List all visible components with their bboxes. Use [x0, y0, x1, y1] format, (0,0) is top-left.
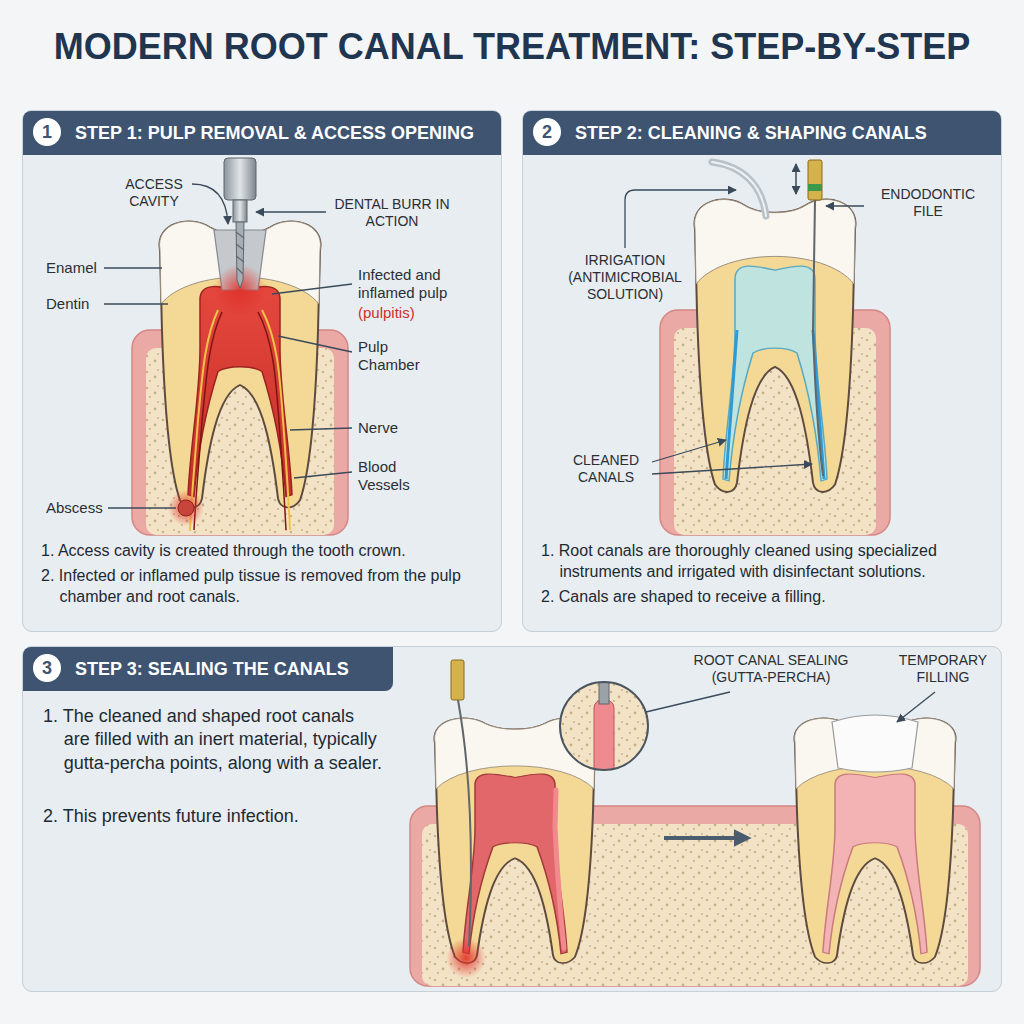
diagram-title: MODERN ROOT CANAL TREATMENT: STEP-BY-STE…	[0, 16, 1024, 78]
carrier-tip	[599, 676, 609, 704]
handpiece-neck	[233, 200, 247, 222]
callout-label: Infected and inflamed pulp	[358, 266, 476, 302]
panel-ground	[22, 646, 1002, 992]
sealed-canals	[823, 774, 927, 954]
burr-bit	[236, 222, 244, 288]
step-description: 2. Canals are shaped to receive a fillin…	[541, 587, 989, 608]
callout-label: ENDODONTIC FILE	[868, 186, 988, 220]
leader-arrow	[625, 190, 736, 248]
step-description: 1. The cleaned and shaped root canals ar…	[43, 705, 383, 775]
cleaned-canal	[726, 330, 737, 479]
leader-line	[104, 303, 168, 304]
leader-line	[278, 336, 352, 352]
panel-ground	[522, 110, 1002, 632]
step-heading: STEP 2: CLEANING & SHAPING CANALS	[523, 111, 1001, 155]
blood-vessel-line	[258, 312, 286, 530]
step-panel: STEP 1: PULP REMOVAL & ACCESS OPENING 1. …	[22, 110, 502, 632]
handpiece	[224, 158, 256, 200]
callout-label: ROOT CANAL SEALING (GUTTA-PERCHA)	[676, 652, 866, 686]
leader-line	[290, 428, 352, 430]
callout-label: Nerve	[358, 419, 438, 437]
leader-arrow	[192, 184, 228, 224]
panel-ground	[22, 110, 502, 632]
leader-line	[108, 507, 176, 508]
callout-label: Blood Vessels	[358, 458, 430, 494]
step-description: 2. This prevents future infection.	[43, 805, 383, 828]
callout-label: Abscess	[46, 499, 108, 517]
zoom-inset	[560, 676, 648, 780]
step-number-badge: 2	[531, 116, 563, 148]
callout-label: IRRIGATION (ANTIMICROBIAL SOLUTION)	[555, 252, 695, 302]
step-number-badge: 1	[31, 116, 63, 148]
step-number: 3	[42, 659, 52, 677]
tooth	[695, 199, 856, 492]
step-heading: STEP 3: SEALING THE CANALS	[23, 647, 393, 691]
step-heading: STEP 1: PULP REMOVAL & ACCESS OPENING	[23, 111, 501, 155]
step-description: 1. Access cavity is created through the …	[41, 541, 489, 562]
gutta-percha-point	[555, 790, 564, 948]
gutta-percha-closeup	[594, 700, 614, 780]
step-description: 2. Infected or inflamed pulp tissue is r…	[41, 566, 489, 608]
step3-illustration	[410, 660, 980, 986]
step-number: 1	[42, 123, 52, 141]
file-shaft	[813, 200, 823, 476]
nerve-line	[262, 310, 290, 530]
step-description-list: 1. Root canals are thoroughly cleaned us…	[541, 541, 989, 611]
callout-label: CLEANED CANALS	[560, 452, 652, 486]
callout-label: DENTAL BURR IN ACTION	[332, 196, 452, 230]
leader-line	[272, 284, 352, 294]
burr-flutes	[236, 232, 244, 274]
callout-label: ACCESS CAVITY	[112, 176, 196, 210]
leader-arrow	[826, 205, 864, 206]
leader-arrow	[652, 440, 726, 462]
leader-arrow	[256, 211, 326, 212]
irrigation-needle-highlight	[712, 162, 766, 216]
step-description: 1. Root canals are thoroughly cleaned us…	[541, 541, 989, 583]
zoom-ring	[560, 682, 648, 770]
leader-line	[646, 692, 730, 712]
callout-label: Dentin	[46, 295, 102, 313]
temporary-filling	[832, 715, 918, 772]
progress-arrow	[664, 836, 748, 840]
step-description-list: 1. Access cavity is created through the …	[41, 541, 489, 611]
dentin	[695, 199, 856, 492]
irrigation-needle	[712, 162, 766, 216]
step1-illustration	[104, 158, 352, 535]
step-number: 2	[542, 123, 552, 141]
file-size-band	[808, 184, 822, 191]
leader-arrow	[897, 692, 935, 722]
callout-label: TEMPORARY FILLING	[888, 652, 998, 686]
step-number-badge: 3	[31, 652, 63, 684]
apex-glow	[446, 938, 486, 978]
leader-arrow	[652, 464, 812, 474]
tooth	[160, 221, 321, 507]
instrument-shaft	[458, 700, 471, 946]
step2-illustration	[625, 160, 890, 535]
dentin	[160, 221, 321, 507]
cleaned-pulp-space	[723, 266, 827, 481]
callout-label: (pulpitis)	[358, 304, 458, 322]
step-panel: STEP 3: SEALING THE CANALS 1. The cleaned…	[22, 646, 1002, 992]
leader-line	[104, 267, 162, 268]
canal-space	[463, 774, 567, 954]
file-handle	[808, 160, 822, 200]
callout-label: Pulp Chamber	[358, 338, 430, 374]
step-description-list: 1. The cleaned and shaped root canals ar…	[43, 705, 383, 859]
motion-arrow	[795, 164, 797, 194]
leader-line	[294, 472, 352, 478]
abscess	[178, 500, 194, 516]
instrument-handle	[451, 660, 464, 700]
callout-label: Enamel	[46, 259, 102, 277]
